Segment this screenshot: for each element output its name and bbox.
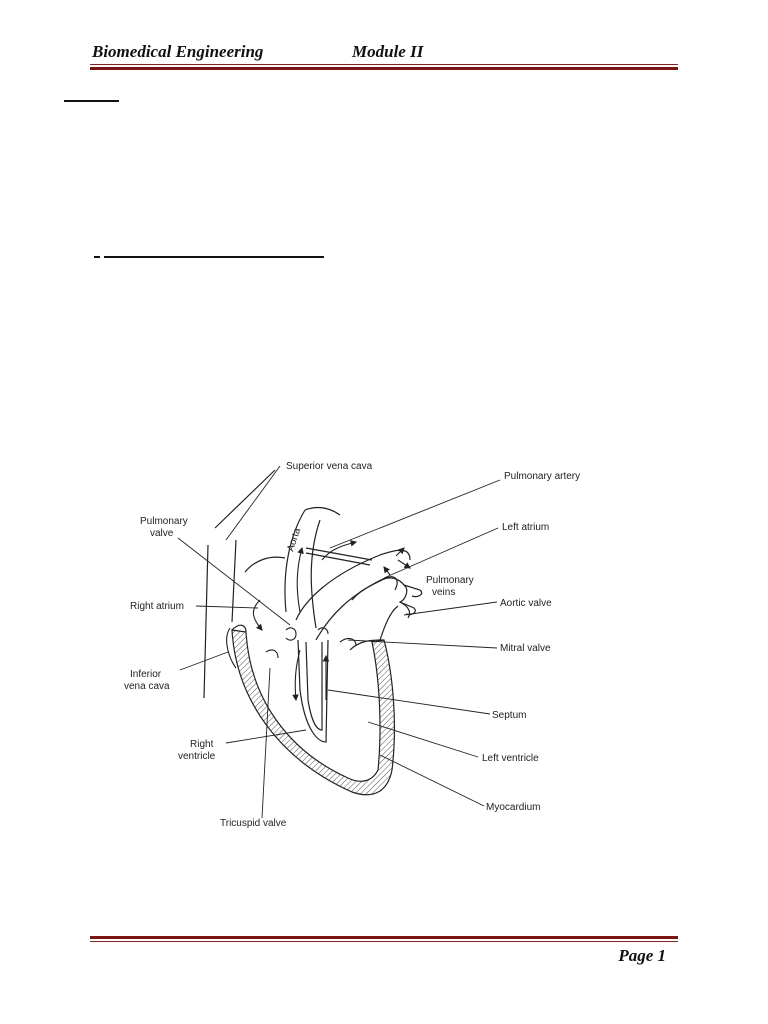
great-vessels (244, 506, 411, 641)
header-module-title: Module II (352, 42, 424, 61)
heart-walls (231, 624, 396, 796)
valves (226, 627, 357, 669)
footer-rule-thick (90, 936, 678, 939)
page-header: Biomedical Engineering Module II (0, 40, 768, 70)
label-right-atrium: Right atrium (130, 601, 184, 612)
blank-heading-rule-2a (94, 256, 100, 258)
label-superior-vena-cava: Superior vena cava (286, 461, 373, 472)
page-footer: Page 1 (0, 936, 768, 976)
label-septum: Septum (492, 710, 526, 721)
label-inferior-vena-cava-line1: Inferior (130, 669, 162, 680)
label-aorta: Aorta (285, 526, 303, 553)
label-inferior-vena-cava-line2: vena cava (124, 681, 170, 692)
label-pulmonary-valve-line2: valve (150, 528, 174, 539)
label-pulmonary-veins-line2: veins (432, 587, 455, 598)
heart-diagram: Superior vena cava Pulmonary artery Pulm… (100, 452, 680, 837)
header-rule-thin (90, 64, 678, 65)
septum (297, 639, 329, 743)
label-aortic-valve: Aortic valve (500, 598, 552, 609)
heart-diagram-svg: Superior vena cava Pulmonary artery Pulm… (124, 461, 580, 829)
flow-arrows (252, 540, 411, 702)
label-left-ventricle: Left ventricle (482, 753, 539, 764)
blank-heading-rule-1 (64, 100, 119, 102)
label-pulmonary-artery: Pulmonary artery (504, 471, 580, 482)
header-rule-thick (90, 67, 678, 70)
label-right-ventricle-line2: ventricle (178, 751, 216, 762)
label-pulmonary-valve-line1: Pulmonary (140, 516, 188, 527)
label-mitral-valve: Mitral valve (500, 643, 551, 654)
footer-rule-thin (90, 941, 678, 942)
label-myocardium: Myocardium (486, 802, 540, 813)
leader-lines (177, 465, 501, 819)
label-tricuspid-valve: Tricuspid valve (220, 818, 287, 829)
label-right-ventricle-line1: Right (190, 739, 214, 750)
label-left-atrium: Left atrium (502, 522, 549, 533)
label-pulmonary-veins-line1: Pulmonary (426, 575, 474, 586)
header-course-title: Biomedical Engineering (92, 42, 264, 61)
page-number: Page 1 (618, 946, 666, 965)
blank-heading-rule-2b (104, 256, 324, 258)
